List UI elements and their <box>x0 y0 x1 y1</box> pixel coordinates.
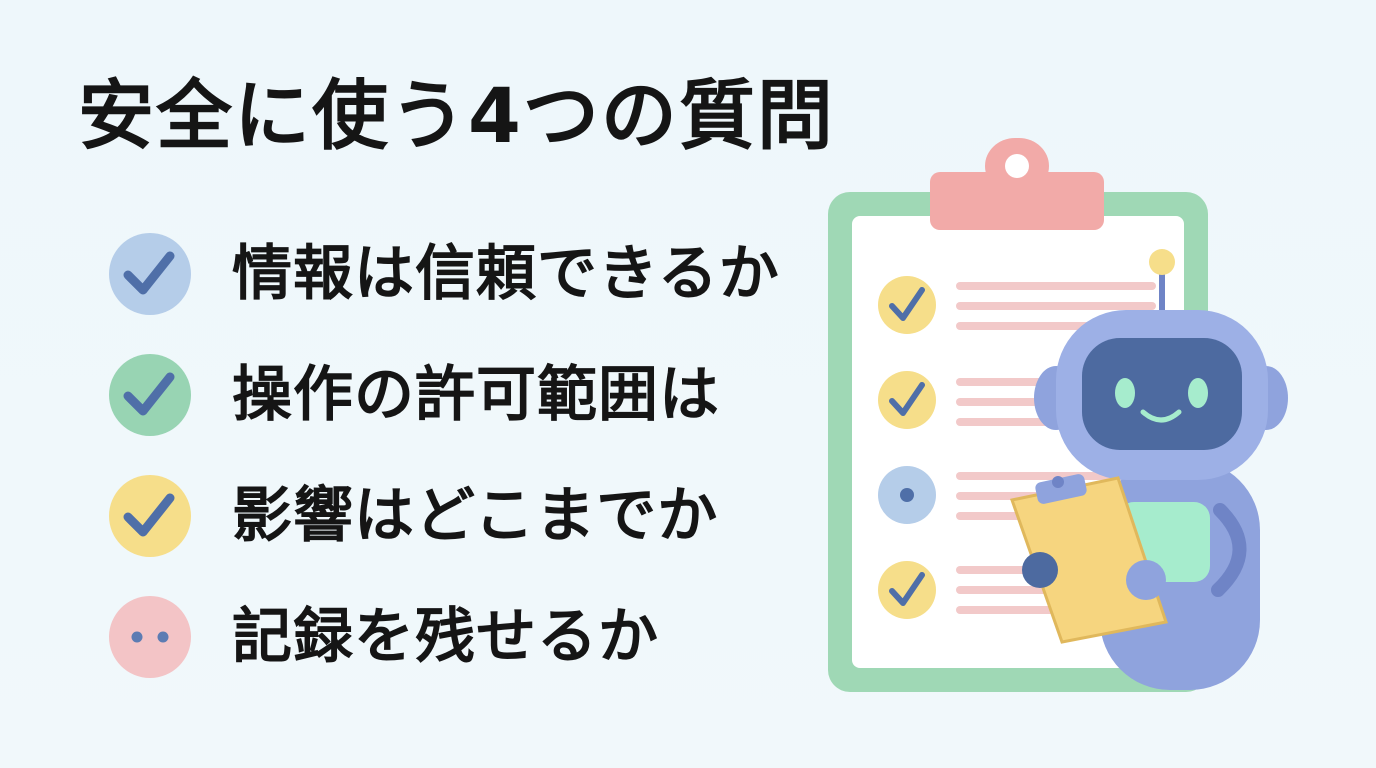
question-label: 情報は信頼できるか <box>232 239 780 309</box>
robot-icon <box>1010 249 1288 690</box>
checklist-row-3 <box>878 466 1156 524</box>
small-clipboard-icon <box>1010 474 1168 644</box>
question-label: 影響はどこまでか <box>232 481 719 551</box>
question-item-4: 記録を残せるか <box>108 595 780 679</box>
clipboard-robot-illustration <box>828 138 1288 692</box>
page-title: 安全に使う4つの質問 <box>78 71 835 160</box>
check-circle-icon <box>109 354 191 436</box>
check-circle-icon <box>109 233 191 315</box>
dots-circle-icon <box>109 596 191 678</box>
question-list: 情報は信頼できるか 操作の許可範囲は 影響はどこまでか 記録を残せるか <box>108 232 780 716</box>
check-circle-icon <box>109 475 191 557</box>
question-item-1: 情報は信頼できるか <box>108 232 780 316</box>
question-label: 記録を残せるか <box>232 602 659 672</box>
question-item-2: 操作の許可範囲は <box>108 353 780 437</box>
question-label: 操作の許可範囲は <box>232 360 720 430</box>
question-item-3: 影響はどこまでか <box>108 474 780 558</box>
